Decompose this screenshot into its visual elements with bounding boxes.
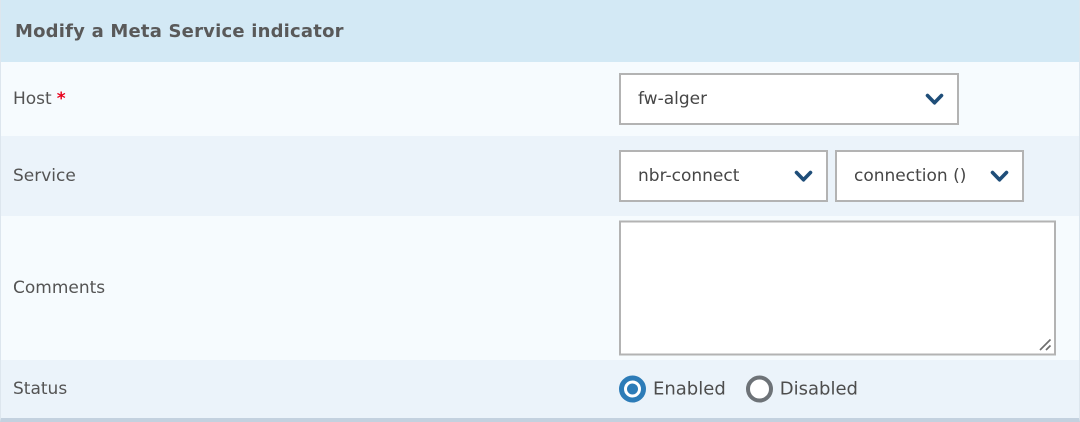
radio-selected-icon[interactable] (619, 375, 646, 403)
status-enabled-label: Enabled (653, 378, 726, 400)
service-select[interactable]: nbr-connect (619, 150, 828, 202)
comments-textarea-wrap (619, 220, 1056, 356)
status-label: Status (13, 379, 67, 399)
form-row-host: Host* fw-alger (1, 62, 1079, 136)
form-row-service: Service nbr-connect connection () (1, 136, 1079, 216)
service-label-text: Service (13, 166, 76, 186)
form-header: Modify a Meta Service indicator (1, 0, 1079, 62)
status-field: Enabled Disabled (619, 375, 858, 403)
host-select[interactable]: fw-alger (619, 73, 959, 125)
host-label-text: Host (13, 89, 52, 109)
comments-field (619, 220, 1056, 356)
comments-label: Comments (13, 278, 105, 298)
host-select-value: fw-alger (638, 89, 708, 109)
form-row-comments: Comments (1, 216, 1079, 360)
host-label: Host* (13, 89, 66, 109)
service-field: nbr-connect connection () (619, 150, 1024, 202)
service-select-value: nbr-connect (638, 166, 740, 186)
radio-unselected-icon[interactable] (745, 375, 773, 403)
comments-textarea[interactable] (619, 220, 1056, 356)
service-label: Service (13, 166, 76, 186)
status-disabled-label: Disabled (779, 378, 858, 400)
status-option-enabled[interactable]: Enabled (619, 375, 726, 403)
form-row-status: Status Enabled Disabled (1, 360, 1079, 418)
form-title: Modify a Meta Service indicator (15, 20, 344, 42)
status-label-text: Status (13, 379, 68, 399)
comments-label-text: Comments (13, 278, 106, 298)
metric-select-value: connection () (854, 166, 967, 186)
status-radio-group: Enabled Disabled (619, 375, 858, 403)
chevron-down-icon (990, 170, 1009, 183)
resize-handle-icon[interactable] (1038, 337, 1052, 351)
required-asterisk: * (56, 89, 66, 109)
host-field: fw-alger (619, 73, 959, 125)
chevron-down-icon (794, 170, 813, 183)
metric-select[interactable]: connection () (835, 150, 1024, 202)
status-option-disabled[interactable]: Disabled (745, 375, 858, 403)
chevron-down-icon (925, 93, 944, 106)
radio-dot (627, 383, 638, 395)
